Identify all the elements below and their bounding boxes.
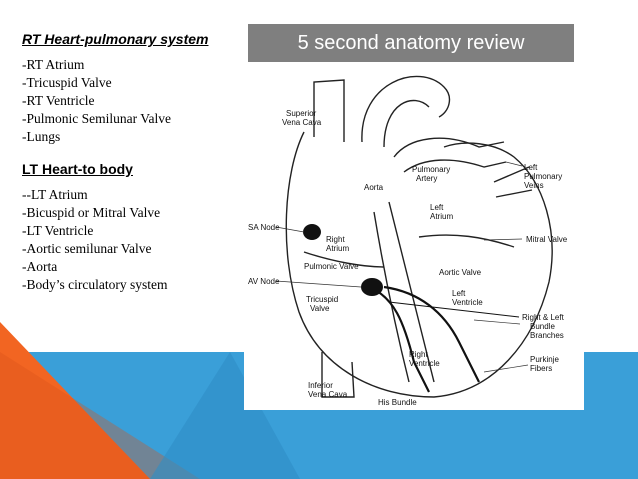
list-item: -Body’s circulatory system xyxy=(22,277,168,292)
svg-text:Vena Cava: Vena Cava xyxy=(282,118,322,127)
svg-text:Right: Right xyxy=(409,350,428,359)
list-item: -Aorta xyxy=(22,259,58,274)
list-item: -Aortic semilunar Valve xyxy=(22,241,152,256)
svg-text:AV Node: AV Node xyxy=(248,277,280,286)
av-node-mark xyxy=(361,278,383,296)
lt-list: --LT Atrium -Bicuspid or Mitral Valve -L… xyxy=(22,186,232,294)
svg-text:Left: Left xyxy=(452,289,466,298)
svg-text:Aortic Valve: Aortic Valve xyxy=(439,268,482,277)
heart-diagram: Superior Vena Cava Pulmonary Artery Aort… xyxy=(244,62,584,410)
slide-title: 5 second anatomy review xyxy=(248,24,574,62)
svg-text:His Bundle: His Bundle xyxy=(378,398,417,407)
svg-text:Right & Left: Right & Left xyxy=(522,313,565,322)
svg-text:Pulmonary: Pulmonary xyxy=(412,165,450,174)
svg-text:Inferior: Inferior xyxy=(308,381,333,390)
svg-text:Tricuspid: Tricuspid xyxy=(306,295,338,304)
list-item: -Pulmonic Semilunar Valve xyxy=(22,111,171,126)
sa-node-mark xyxy=(303,224,321,240)
svg-text:Superior: Superior xyxy=(286,109,317,118)
svg-text:Valve: Valve xyxy=(310,304,330,313)
svg-text:Atrium: Atrium xyxy=(430,212,453,221)
lt-heading: LT Heart-to body xyxy=(22,161,133,177)
svg-text:Veins: Veins xyxy=(524,181,544,190)
rt-list: -RT Atrium -Tricuspid Valve -RT Ventricl… xyxy=(22,56,232,146)
left-text-panel: RT Heart-pulmonary system -RT Atrium -Tr… xyxy=(22,30,232,294)
svg-text:SA Node: SA Node xyxy=(248,223,280,232)
svg-text:Pulmonic Valve: Pulmonic Valve xyxy=(304,262,359,271)
list-item: -RT Ventricle xyxy=(22,93,95,108)
svg-text:Vena Cava: Vena Cava xyxy=(308,390,348,399)
svg-text:Mitral Valve: Mitral Valve xyxy=(526,235,568,244)
list-item: -Tricuspid Valve xyxy=(22,75,112,90)
svg-text:Branches: Branches xyxy=(530,331,564,340)
rt-heading: RT Heart-pulmonary system xyxy=(22,31,209,47)
svg-text:Ventricle: Ventricle xyxy=(409,359,440,368)
svg-text:Left: Left xyxy=(524,163,538,172)
list-item: -LT Ventricle xyxy=(22,223,94,238)
svg-text:Fibers: Fibers xyxy=(530,364,552,373)
svg-text:Purkinje: Purkinje xyxy=(530,355,559,364)
svg-text:Aorta: Aorta xyxy=(364,183,384,192)
svg-text:Artery: Artery xyxy=(416,174,437,183)
svg-text:Ventricle: Ventricle xyxy=(452,298,483,307)
list-item: -RT Atrium xyxy=(22,57,85,72)
list-item: --LT Atrium xyxy=(22,187,88,202)
svg-text:Left: Left xyxy=(430,203,444,212)
list-item: -Lungs xyxy=(22,129,61,144)
svg-text:Pulmonary: Pulmonary xyxy=(524,172,562,181)
svg-text:Atrium: Atrium xyxy=(326,244,349,253)
svg-text:Bundle: Bundle xyxy=(530,322,555,331)
svg-text:Right: Right xyxy=(326,235,345,244)
list-item: -Bicuspid or Mitral Valve xyxy=(22,205,161,220)
